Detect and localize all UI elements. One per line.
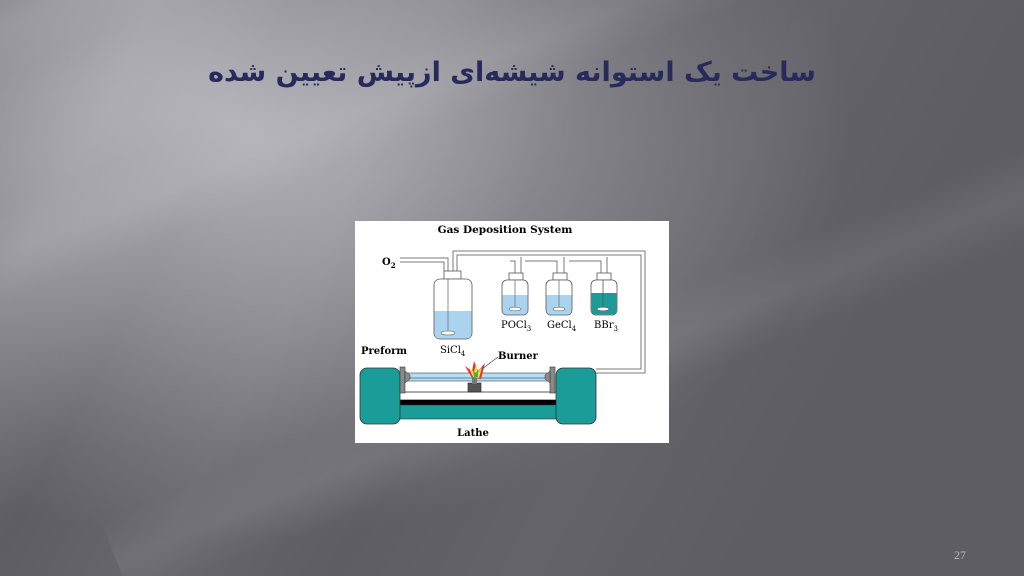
label-pocl3: POCl3 (501, 320, 531, 333)
label-preform: Preform (361, 346, 407, 357)
diagram-title: Gas Deposition System (438, 224, 573, 236)
label-bbr3: BBr3 (594, 320, 618, 333)
gecl4-bubbler (545, 272, 573, 316)
diagram-svg: Gas Deposition System O2 (359, 224, 646, 439)
label-sicl4: SiCl4 (440, 345, 466, 358)
sicl4-bubbler (433, 270, 473, 340)
pocl3-bubbler (501, 272, 529, 316)
label-gecl4: GeCl4 (547, 320, 577, 333)
burner-icon (465, 356, 499, 393)
label-o2: O2 (382, 257, 396, 270)
bbr3-bubbler (590, 272, 618, 316)
label-burner: Burner (498, 351, 539, 362)
slide-title: ساخت یک استوانه شیشه‌ای ازپیش تعیین شده (208, 57, 816, 88)
gas-pipes (400, 250, 646, 374)
page-number: 27 (954, 548, 966, 562)
gas-deposition-diagram: Gas Deposition System O2 (355, 221, 669, 443)
lathe (359, 366, 597, 425)
label-lathe: Lathe (457, 428, 489, 439)
